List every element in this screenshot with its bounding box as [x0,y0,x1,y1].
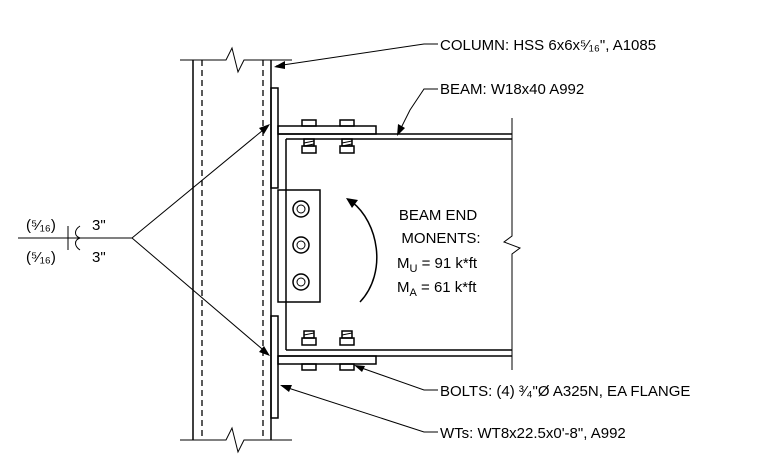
beam-break [502,118,522,370]
column-top-break [180,46,292,74]
wts-leader [280,385,438,433]
beam-w18x40 [278,118,522,370]
moments-heading-2: MONENTS: [401,230,480,247]
shear-bolt [292,200,310,218]
column-label: COLUMN: HSS 6x6x⁵⁄₁₆", A1085 [440,37,656,54]
weld-size-bottom: (⁵⁄₁₆) [26,249,56,266]
column-bottom-break [180,426,292,454]
weld-size-top: (⁵⁄₁₆) [26,217,56,234]
beam-leader [397,88,438,136]
shear-bolt [292,236,310,254]
flange-bolt [339,119,355,154]
flange-bolt [301,330,317,371]
bolts-leader [354,365,438,391]
hss-column [180,46,292,454]
wts-label: WTs: WT8x22.5x0'-8", A992 [440,425,626,442]
weld-symbol [18,124,270,356]
moments-heading-1: BEAM END [399,207,478,224]
moment-arrow [346,198,378,303]
mu-value: MU = 91 k*ft [397,255,478,275]
shear-tab [277,189,321,303]
flange-bolt [301,119,317,154]
weld-length-top: 3" [92,217,106,234]
weld-length-bottom: 3" [92,249,106,266]
beam-label: BEAM: W18x40 A992 [440,81,584,98]
flange-bolt [339,330,355,371]
bolts-label: BOLTS: (4) ³⁄₄"Ø A325N, EA FLANGE [440,383,690,400]
ma-value: MA = 61 k*ft [397,279,477,299]
shear-bolt [292,273,310,291]
column-leader [274,43,438,69]
